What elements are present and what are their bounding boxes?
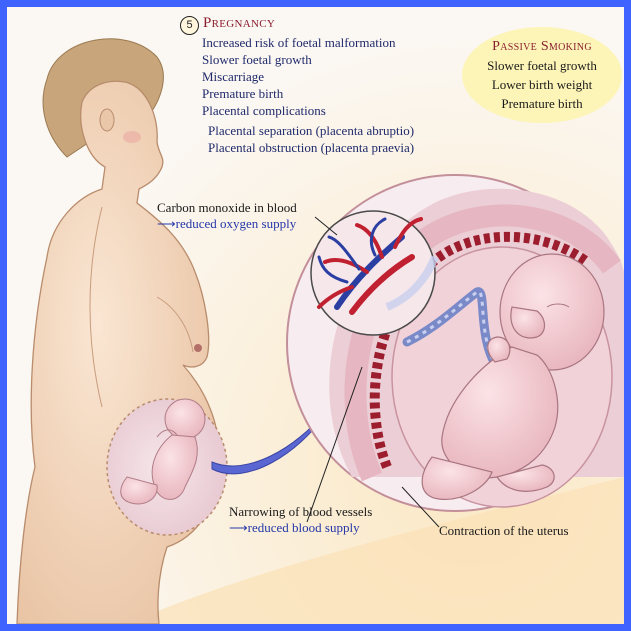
pregnancy-subitem: Placental separation (placenta abruptio) [208, 122, 414, 139]
callout-uterus: Contraction of the uterus [439, 523, 569, 539]
callout-vessels-line1: Narrowing of blood vessels [229, 504, 372, 520]
pregnancy-subitem: Placental obstruction (placenta praevia) [208, 139, 414, 156]
diagram-frame: 5 Pregnancy Increased risk of foetal mal… [7, 7, 624, 624]
callout-vessels-line2: ⟶reduced blood supply [229, 520, 372, 536]
callout-carbon-line2-text: reduced oxygen supply [176, 216, 297, 231]
arrow-icon: ⟶ [157, 216, 176, 231]
arrow-icon: ⟶ [229, 520, 248, 535]
callout-blood-vessels: Narrowing of blood vessels ⟶reduced bloo… [229, 504, 372, 536]
pregnancy-heading: Pregnancy [203, 15, 275, 32]
passive-smoking-heading: Passive Smoking [462, 37, 622, 56]
callout-carbon-monoxide: Carbon monoxide in blood ⟶reduced oxygen… [157, 200, 297, 232]
pregnancy-item: Miscarriage [202, 68, 264, 85]
section-number-badge: 5 [180, 16, 199, 35]
callout-carbon-line1: Carbon monoxide in blood [157, 200, 297, 216]
passive-smoking-item: Premature birth [462, 94, 622, 113]
pregnancy-item: Placental complications [202, 102, 326, 119]
passive-smoking-item: Slower foetal growth [462, 56, 622, 75]
callout-vessels-line2-text: reduced blood supply [248, 520, 360, 535]
passive-smoking-box: Passive Smoking Slower foetal growth Low… [462, 37, 622, 113]
passive-smoking-item: Lower birth weight [462, 75, 622, 94]
pregnancy-item: Slower foetal growth [202, 51, 312, 68]
pregnancy-item: Increased risk of foetal malformation [202, 34, 395, 51]
pregnancy-item: Premature birth [202, 85, 283, 102]
callout-carbon-line2: ⟶reduced oxygen supply [157, 216, 297, 232]
blood-vessel-inset [311, 211, 435, 335]
